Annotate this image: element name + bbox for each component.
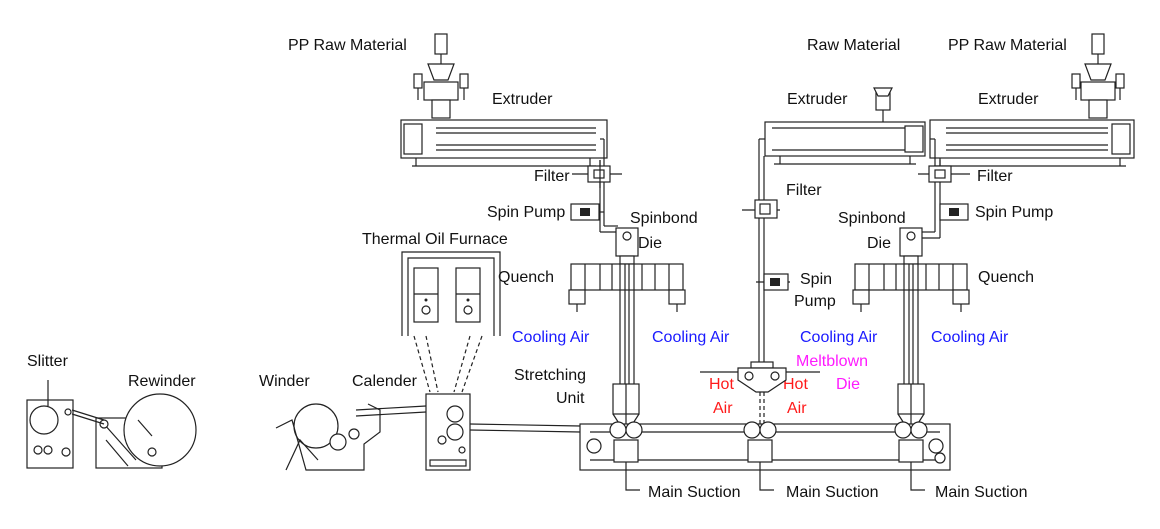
spinbond-column-1 [619,264,635,384]
label-quench-2: Quench [978,269,1034,286]
melt-line-2 [758,138,765,362]
label-stretching-unit-a: Stretching [514,367,586,384]
label-filter-2: Filter [786,182,822,199]
spin-pump-1-unit [570,203,604,221]
label-spin-pump-3: Spin Pump [975,204,1053,221]
label-spinbond-die-2a: Spinbond [838,210,906,227]
label-spinbond-die-2b: Die [867,235,891,252]
spinbond-die-1 [615,227,639,265]
hopper-1 [413,33,469,119]
label-winder: Winder [259,373,310,390]
quench-2 [852,263,970,312]
web-path [469,423,581,433]
label-main-suction-3: Main Suction [935,484,1028,501]
rewinder [71,393,197,469]
filter-2-unit [742,199,780,219]
quench-1 [568,263,686,312]
label-meltblown-die-a: Meltblown [796,353,868,370]
label-extruder-2: Extruder [787,91,848,108]
label-spinbond-die-1a: Spinbond [630,210,698,227]
winder [275,403,427,471]
label-cooling-air-3: Cooling Air [800,329,878,346]
label-raw-material: Raw Material [807,37,900,54]
label-pp-raw-material-1: PP Raw Material [288,37,407,54]
filter-3-unit [918,165,970,183]
label-pp-raw-material-2: PP Raw Material [948,37,1067,54]
hopper-3 [1071,33,1125,119]
meltblown-die [700,361,820,436]
label-quench-1: Quench [498,269,554,286]
forming-table [579,421,951,491]
label-spin-pump-2b: Pump [794,293,836,310]
label-cooling-air-1: Cooling Air [512,329,590,346]
label-filter-3: Filter [977,168,1013,185]
label-spin-pump-2a: Spin [800,271,832,288]
thermal-oil-furnace [401,251,501,393]
label-main-suction-2: Main Suction [786,484,879,501]
label-hot-air-2a: Hot [783,376,808,393]
label-meltblown-die-b: Die [836,376,860,393]
label-extruder-1: Extruder [492,91,553,108]
spinbond-column-2 [903,264,919,384]
label-hot-air-1b: Air [713,400,733,417]
label-rewinder: Rewinder [128,373,196,390]
slitter [26,380,74,469]
label-thermal-oil-furnace: Thermal Oil Furnace [362,231,508,248]
extruder-3 [929,119,1135,167]
label-calender: Calender [352,373,418,390]
label-slitter: Slitter [27,353,69,370]
spin-pump-3-unit [939,203,969,221]
extruder-1 [400,119,608,167]
label-hot-air-2b: Air [787,400,807,417]
spinbond-die-2 [899,227,923,265]
label-cooling-air-2: Cooling Air [652,329,730,346]
label-main-suction-1: Main Suction [648,484,741,501]
stretching-unit-2 [897,383,925,436]
label-cooling-air-4: Cooling Air [931,329,1009,346]
spin-pump-2-unit [756,273,790,291]
label-spin-pump-1: Spin Pump [487,204,565,221]
extruder-2 [764,121,926,165]
hopper-2 [873,87,893,122]
calender [425,393,471,471]
label-hot-air-1a: Hot [709,376,734,393]
label-stretching-unit-b: Unit [556,390,585,407]
melt-line-3 [922,138,941,239]
label-extruder-3: Extruder [978,91,1039,108]
filter-1-unit [572,160,622,188]
label-filter-1: Filter [534,168,570,185]
label-spinbond-die-1b: Die [638,235,662,252]
